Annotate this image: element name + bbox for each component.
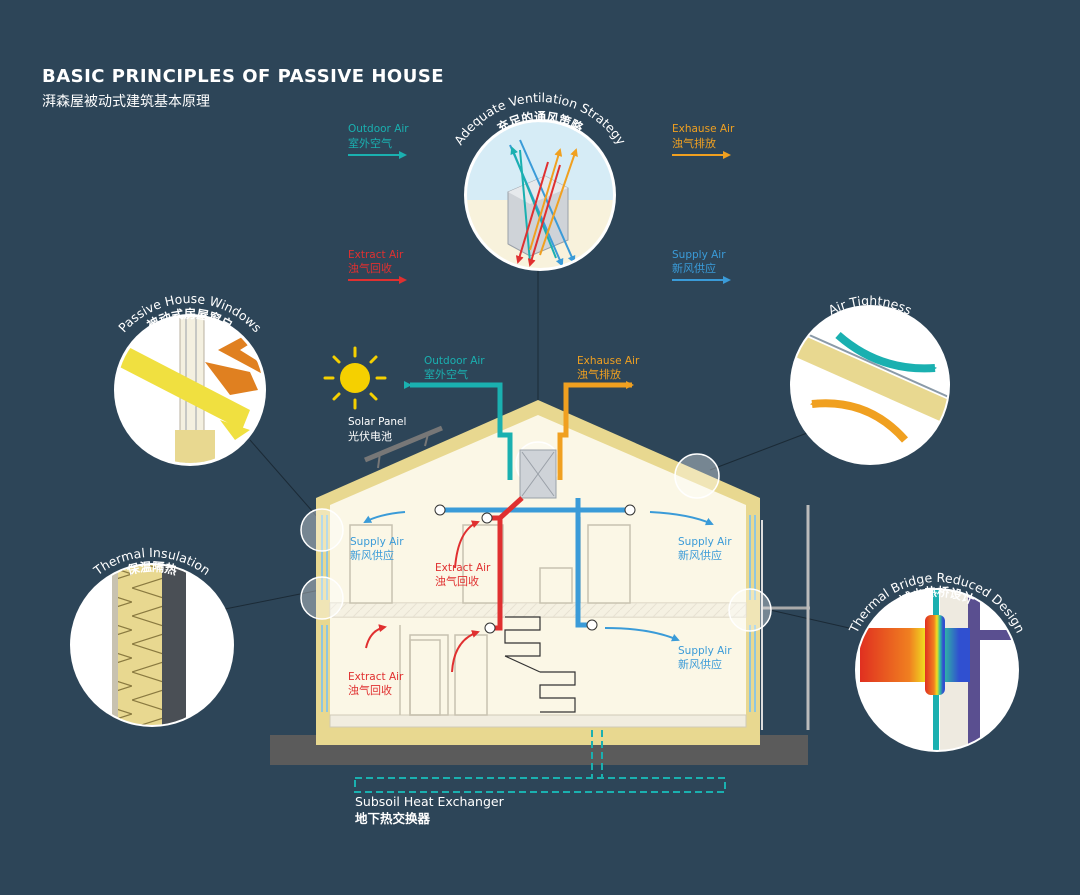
staircase	[504, 616, 576, 713]
insulation-detail: Thermal Insulation 保温隔热	[70, 545, 321, 727]
title-en: BASIC PRINCIPLES OF PASSIVE HOUSE	[42, 66, 444, 87]
air-tightness-detail: Air Tightness 气密性	[709, 293, 950, 471]
supply-label-1-en: Supply Air	[350, 536, 404, 548]
exhaust-air-duct	[557, 381, 634, 480]
sun-icon	[323, 346, 387, 410]
supply-label-1-cn: 新风供应	[350, 548, 394, 562]
supply-label-2-cn: 新风供应	[678, 548, 722, 562]
legend-outdoor-en: Outdoor Air	[348, 123, 409, 135]
legend-extract-en: Extract Air	[348, 249, 404, 261]
supply-label-3-en: Supply Air	[678, 645, 732, 657]
windows-detail: Passive House Windows 被动式房屋窗户	[114, 291, 321, 521]
house-exhaust-cn: 浊气排放	[577, 367, 621, 381]
house	[300, 400, 810, 745]
legend-outdoor-cn: 室外空气	[348, 136, 392, 150]
extract-label-2-en: Extract Air	[348, 671, 404, 683]
legend-exhaust-cn: 浊气排放	[672, 136, 716, 150]
legend-exhaust-air: Exhause Air 浊气排放	[672, 123, 735, 159]
thermal-bridge-title-cn: 减少热桥设计	[898, 584, 977, 607]
extract-label-2-cn: 浊气回收	[348, 683, 392, 697]
air-tightness-title-cn: 气密性	[849, 305, 890, 322]
svg-text:气密性: 气密性	[849, 305, 890, 322]
legend-supply-en: Supply Air	[672, 249, 726, 261]
duct-system	[404, 381, 636, 634]
thermal-bridge-detail: Thermal Bridge Reduced Design 减少热桥设计	[769, 570, 1028, 752]
legend-extract-air: Extract Air 浊气回收	[348, 249, 407, 284]
solar-panel-cn: 光伏电池	[348, 429, 392, 443]
svg-text:减少热桥设计: 减少热桥设计	[898, 584, 977, 607]
subsoil-en: Subsoil Heat Exchanger	[355, 794, 505, 809]
extract-label-1-cn: 浊气回收	[435, 574, 479, 588]
legend-exhaust-en: Exhause Air	[672, 123, 735, 135]
airflow-arrows	[363, 511, 714, 673]
supply-label-2-en: Supply Air	[678, 536, 732, 548]
solar-panel-en: Solar Panel	[348, 416, 406, 428]
house-exhaust-en: Exhause Air	[577, 355, 640, 367]
title-cn: 湃森屋被动式建筑基本原理	[42, 93, 210, 110]
legend-extract-cn: 浊气回收	[348, 261, 392, 275]
legend-supply-air: Supply Air 新风供应	[672, 249, 731, 284]
outdoor-air-duct	[404, 381, 513, 480]
legend-outdoor-air: Outdoor Air 室外空气	[348, 123, 409, 159]
supply-label-3-cn: 新风供应	[678, 657, 722, 671]
subsoil-cn: 地下热交换器	[355, 811, 431, 826]
house-outdoor-en: Outdoor Air	[424, 355, 485, 367]
extract-label-1-en: Extract Air	[435, 562, 491, 574]
solar-panel	[364, 425, 443, 463]
house-outdoor-cn: 室外空气	[424, 367, 468, 381]
legend-supply-cn: 新风供应	[672, 261, 716, 275]
subsoil-heat-exchanger	[354, 730, 726, 793]
